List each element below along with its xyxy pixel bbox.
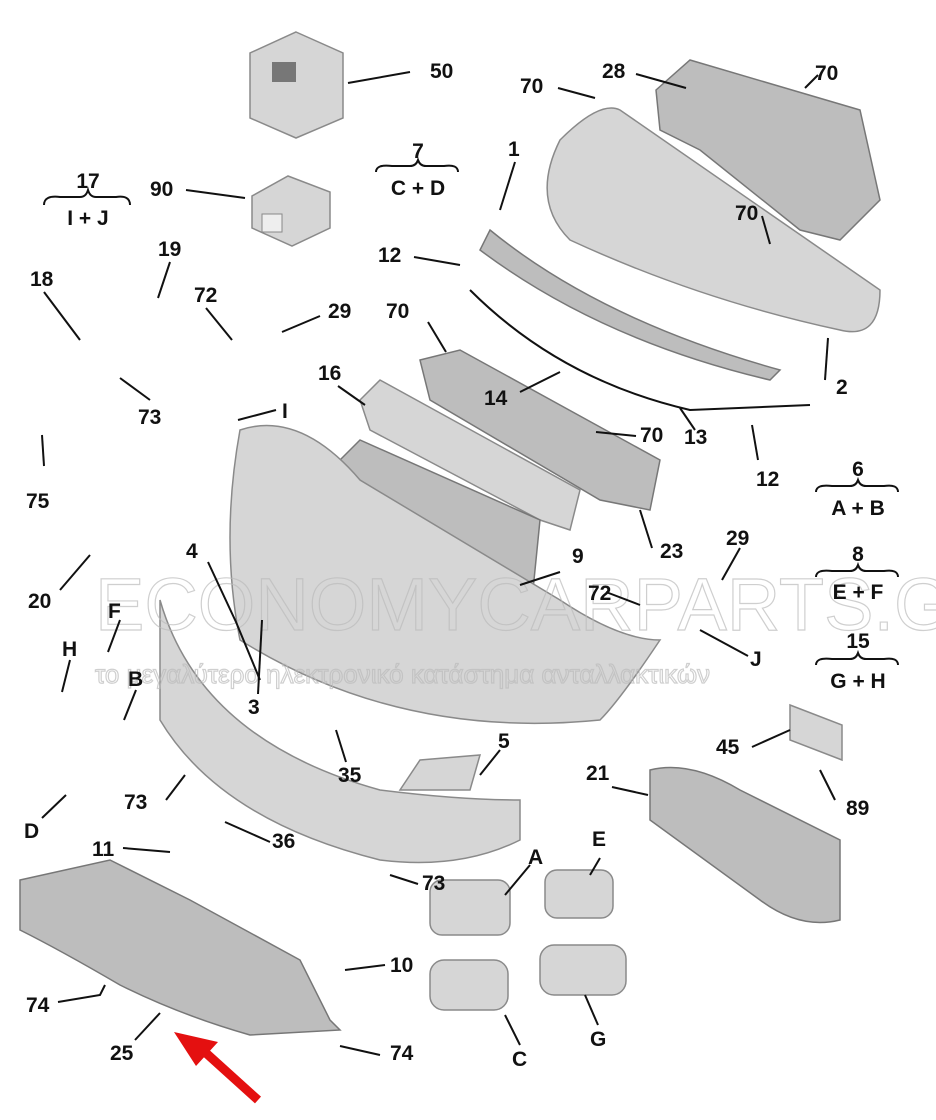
- callout: 25: [110, 1042, 134, 1065]
- callout: J: [750, 648, 762, 671]
- svg-text:ECONOMYCARPARTS.GR: ECONOMYCARPARTS.GR: [95, 563, 936, 646]
- group-id: 7: [412, 140, 424, 163]
- callout: 4: [186, 540, 198, 563]
- group-id: 8: [852, 543, 864, 566]
- group-members: I + J: [67, 207, 108, 230]
- small-trims: [398, 754, 627, 1011]
- part-21-trim-panel: [649, 766, 841, 924]
- callout: F: [108, 600, 121, 623]
- part-90-clip-kit: [251, 175, 331, 247]
- callout: 89: [846, 797, 869, 820]
- callout: 12: [756, 468, 779, 491]
- callout: G: [590, 1028, 606, 1051]
- callout: 74: [26, 994, 50, 1017]
- svg-text:το μεγαλύτερο ηλεκτρονικό κατά: το μεγαλύτερο ηλεκτρονικό κατάστημα αντα…: [95, 659, 710, 689]
- callout: 2: [836, 376, 848, 399]
- group-members: G + H: [830, 670, 885, 693]
- callout-labels: 50 90 28 70 70 1 12 70 2 18 19 72 29 16 …: [24, 60, 869, 1071]
- callout: 20: [28, 590, 51, 613]
- callout: 21: [586, 762, 610, 785]
- callout: D: [24, 820, 39, 843]
- part-50-hardware-kit: [249, 31, 344, 139]
- callout: C: [512, 1048, 527, 1071]
- callout: 35: [338, 764, 362, 787]
- highlight-arrow: [174, 1032, 262, 1104]
- group-id: 17: [76, 170, 99, 193]
- callout: 70: [735, 202, 758, 225]
- part-1-2-grille-trim: [479, 107, 881, 381]
- part-45-plate: [789, 703, 843, 762]
- callout: 73: [124, 791, 147, 814]
- callout: 70: [815, 62, 838, 85]
- callout: 73: [422, 872, 445, 895]
- callout: 18: [30, 268, 54, 291]
- group-members: E + F: [833, 581, 884, 604]
- part-3-bumper-cover: [229, 424, 662, 725]
- callout: I: [282, 400, 288, 423]
- part-16-absorber: [359, 379, 581, 531]
- callout: 90: [150, 178, 173, 201]
- callout: 19: [158, 238, 181, 261]
- callout: 29: [726, 527, 749, 550]
- group-members: A + B: [831, 497, 884, 520]
- part-23-crossmember: [419, 349, 661, 511]
- leader-lines: [41, 71, 836, 1056]
- part-13-14-moulding: [469, 289, 811, 412]
- callout: 72: [194, 284, 217, 307]
- callout: 12: [378, 244, 401, 267]
- part-25-undertray: [19, 859, 342, 1036]
- callout: 29: [328, 300, 351, 323]
- callout: 9: [572, 545, 584, 568]
- callout: 5: [498, 730, 510, 753]
- callout: 45: [716, 736, 740, 759]
- callout: 28: [602, 60, 626, 83]
- callout: 70: [640, 424, 663, 447]
- callout: 3: [248, 696, 260, 719]
- callout: 75: [26, 490, 50, 513]
- callout: B: [128, 668, 143, 691]
- group-braces: [43, 156, 899, 666]
- callout: H: [62, 638, 77, 661]
- part-28-absorber-bracket: [655, 59, 881, 241]
- callout: 13: [684, 426, 707, 449]
- callout: 72: [588, 582, 611, 605]
- callout: 16: [318, 362, 341, 385]
- callout: 11: [92, 838, 115, 861]
- callout: 10: [390, 954, 413, 977]
- callout: 74: [390, 1042, 414, 1065]
- callout: 50: [430, 60, 453, 83]
- group-id: 6: [852, 458, 864, 481]
- callout: 14: [484, 387, 508, 410]
- group-id: 15: [846, 630, 870, 653]
- callout: A: [528, 846, 543, 869]
- group-members: C + D: [391, 177, 445, 200]
- callout: 1: [508, 138, 520, 161]
- callout: E: [592, 828, 606, 851]
- callout: 36: [272, 830, 295, 853]
- callout: 70: [386, 300, 409, 323]
- group-labels: 17 I + J 7 C + D 6 A + B 8 E + F 15 G + …: [67, 140, 885, 693]
- callout: 23: [660, 540, 683, 563]
- callout: 73: [138, 406, 161, 429]
- callout: 70: [520, 75, 543, 98]
- watermark: ECONOMYCARPARTS.GR το μεγαλύτερο ηλεκτρο…: [94, 562, 936, 689]
- part-4-lower-bumper: [159, 599, 521, 864]
